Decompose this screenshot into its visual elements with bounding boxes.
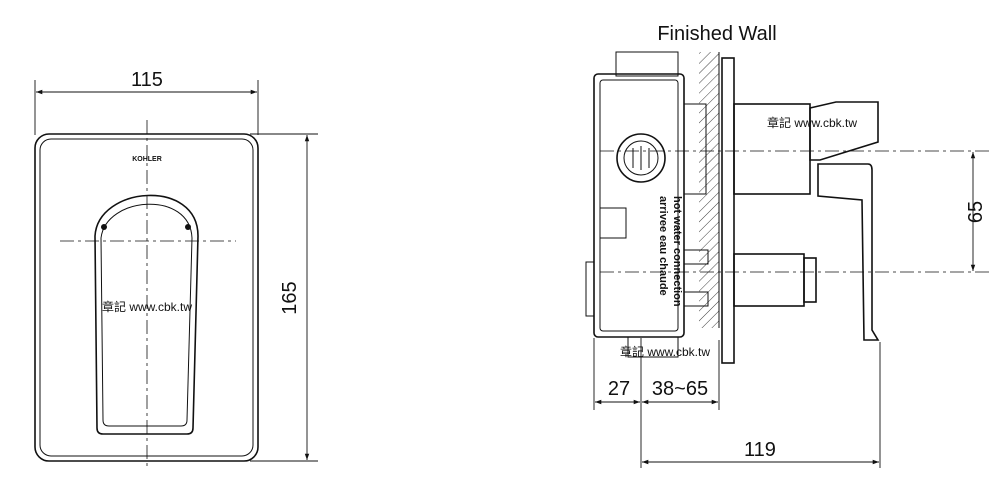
- lever-handle-inner: [100, 203, 193, 427]
- lever-handle-outer: [94, 194, 199, 435]
- valve-body-outer: [593, 73, 685, 338]
- dim-wall-range: 38~65: [652, 378, 708, 400]
- watermark-side-lower: 章記 www.cbk.tw: [620, 344, 710, 359]
- handle-pin-right: [185, 224, 191, 230]
- dim-outlet-spacing: 65: [965, 201, 987, 223]
- valve-body-inner: [599, 79, 679, 332]
- brand-logo: KOHLER: [132, 156, 162, 163]
- wall-hatch: [699, 52, 719, 328]
- dim-front-width: 115: [131, 69, 163, 91]
- finished-wall-label: Finished Wall: [657, 23, 776, 45]
- bottom-port: [627, 336, 679, 358]
- diverter-nut-bottom: [683, 291, 709, 307]
- side-lever: [817, 163, 880, 341]
- cover-plate-side: [721, 57, 735, 364]
- hot-water-note: hot water connection: [671, 196, 683, 307]
- side-view: Finished Wall hot water connection arriv…: [585, 23, 990, 468]
- front-view: 115 165 KOHLER 章記 www.cbk.tw: [34, 69, 318, 470]
- diverter-body: [733, 253, 805, 307]
- diverter-knob: [803, 257, 817, 303]
- dim-total-depth: 119: [744, 439, 776, 461]
- cover-plate-inner: [39, 138, 254, 457]
- side-boss: [599, 207, 627, 239]
- top-port: [615, 51, 679, 77]
- inlet-port-inner: [623, 140, 659, 176]
- diverter-nut-top: [683, 249, 709, 265]
- handle-hub: [809, 101, 879, 161]
- watermark-side-upper: 章記 www.cbk.tw: [767, 115, 857, 130]
- handle-pin-left: [101, 224, 107, 230]
- back-mount: [585, 261, 595, 317]
- cartridge-neck: [683, 103, 707, 195]
- cover-plate-outer: [34, 133, 259, 462]
- dim-front-height: 165: [279, 281, 301, 314]
- dim-back-depth: 27: [608, 378, 630, 400]
- hot-water-note-fr: arrivee eau chaude: [657, 196, 669, 296]
- watermark-front: 章記 www.cbk.tw: [102, 299, 192, 314]
- inlet-port-outer: [616, 133, 666, 183]
